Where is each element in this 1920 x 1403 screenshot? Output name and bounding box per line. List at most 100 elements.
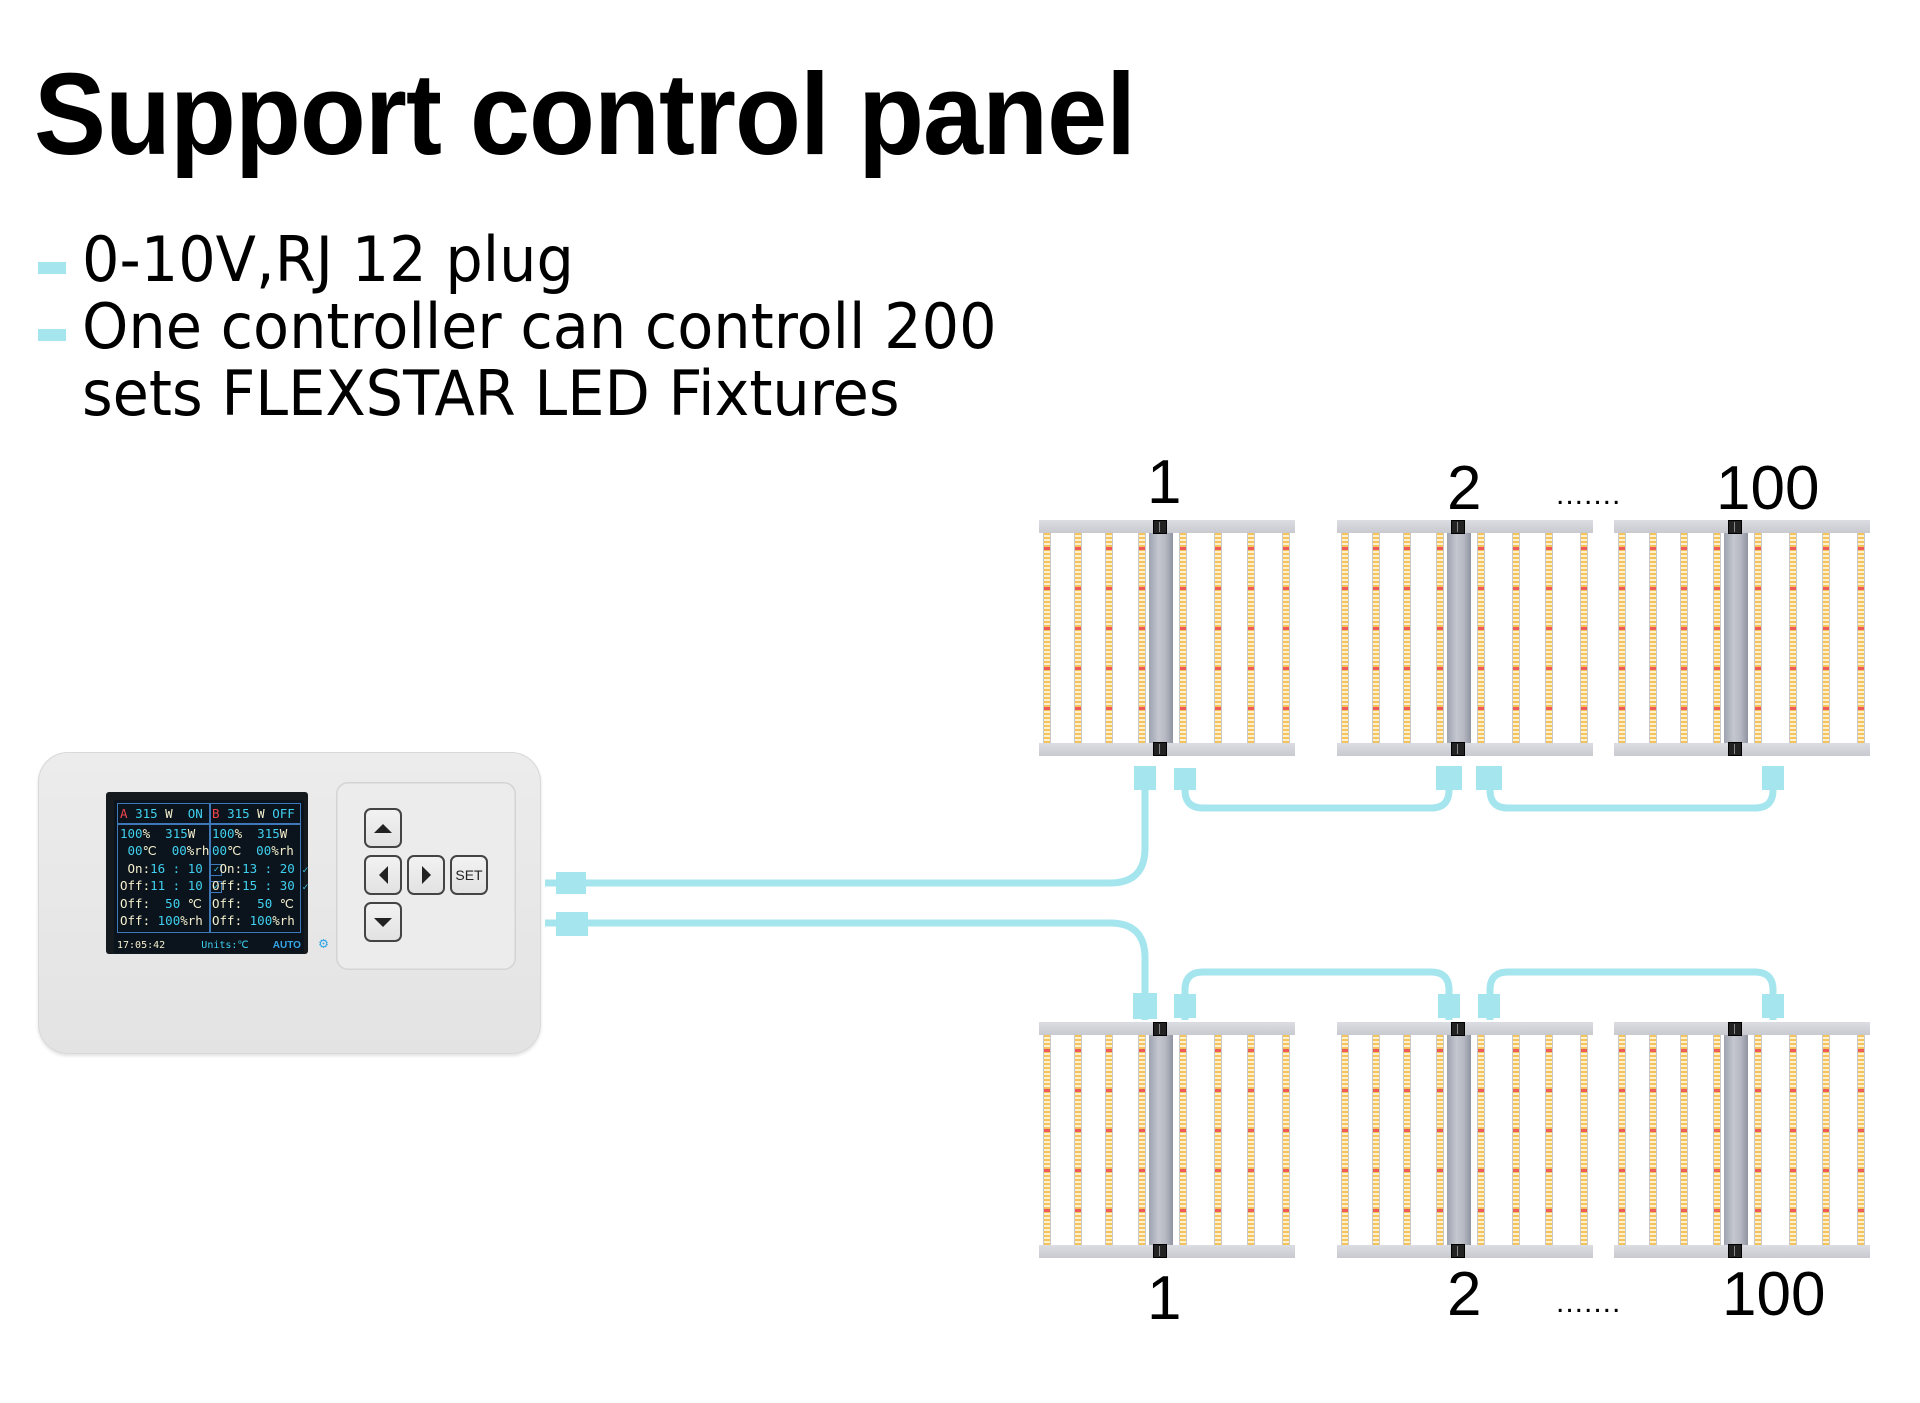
fixture-top-rail	[1614, 1022, 1870, 1035]
arrow-down-icon	[374, 917, 392, 927]
led-bar	[1043, 533, 1051, 743]
fixture-bottom-rail	[1039, 743, 1295, 756]
led-bar	[1179, 1035, 1187, 1245]
hinge-clip-icon	[1153, 520, 1167, 534]
led-fixture-top-100	[1614, 520, 1870, 756]
ellipsis: .......	[1556, 1286, 1622, 1319]
led-bar	[1680, 1035, 1688, 1245]
led-bar	[1105, 533, 1113, 743]
led-bar	[1857, 533, 1865, 743]
fixture-spine	[1447, 533, 1471, 743]
hinge-clip-icon	[1153, 1022, 1167, 1036]
rj12-plug-icon	[556, 872, 586, 894]
set-button[interactable]: SET	[450, 855, 488, 895]
led-fixture-top-1	[1039, 520, 1295, 756]
right-button[interactable]	[407, 855, 445, 895]
check-icon: ✓	[302, 865, 309, 876]
led-bar	[1477, 1035, 1485, 1245]
channel-b-panel: B 315 W OFF 100% 315W 00℃ 00%rh On:13 : …	[212, 806, 309, 928]
led-bar	[1580, 533, 1588, 743]
up-button[interactable]	[364, 808, 402, 848]
controller-screen: A 315 W ON 100% 315W 00℃ 00%rh On:16 : 1…	[114, 800, 328, 953]
led-bar	[1403, 533, 1411, 743]
keypad: SET	[336, 782, 516, 970]
led-bar	[1618, 533, 1626, 743]
led-bar	[1138, 533, 1146, 743]
led-bar	[1545, 533, 1553, 743]
fixture-bottom-rail	[1337, 743, 1593, 756]
mode-indicator: AUTO	[272, 940, 301, 951]
fixture-bottom-rail	[1614, 1245, 1870, 1258]
rj12-plug-icon	[1478, 994, 1500, 1018]
led-fixture-bottom-2	[1337, 1022, 1593, 1258]
hinge-clip-icon	[1153, 1244, 1167, 1258]
left-button[interactable]	[364, 855, 402, 895]
led-bar	[1580, 1035, 1588, 1245]
led-bar	[1372, 533, 1380, 743]
fixture-label: 1	[1147, 1264, 1182, 1333]
fixture-label: 2	[1447, 1260, 1482, 1329]
hinge-clip-icon	[1728, 520, 1742, 534]
fixture-top-rail	[1614, 520, 1870, 533]
down-button[interactable]	[364, 902, 402, 942]
arrow-up-icon	[374, 823, 392, 833]
rj12-plug-icon	[1134, 766, 1156, 790]
fixture-bottom-rail	[1039, 1245, 1295, 1258]
screen-footer: 17:05:42 Units:℃ AUTO ⚙	[117, 934, 328, 952]
led-bar	[1857, 1035, 1865, 1245]
led-bar	[1341, 1035, 1349, 1245]
gear-icon: ⚙	[318, 934, 328, 952]
hinge-clip-icon	[1451, 1022, 1465, 1036]
led-bar	[1282, 533, 1290, 743]
led-bar	[1247, 533, 1255, 743]
rj12-plug-icon	[556, 912, 588, 936]
controller-device: A 315 W ON 100% 315W 00℃ 00%rh On:16 : 1…	[38, 752, 541, 1054]
channel-b-header: B 315 W OFF	[212, 806, 295, 821]
fixture-label: 2	[1447, 454, 1482, 523]
led-bar	[1179, 533, 1187, 743]
fixture-bottom-rail	[1337, 1245, 1593, 1258]
ellipsis: .......	[1556, 478, 1622, 511]
page-title: Support control panel	[34, 49, 1136, 179]
cable-controller-to-bottom-row	[545, 919, 1149, 1020]
led-bar	[1618, 1035, 1626, 1245]
led-bar	[1074, 1035, 1082, 1245]
led-bar	[1822, 1035, 1830, 1245]
channel-a-state: ON	[187, 806, 203, 821]
fixture-label: 100	[1716, 454, 1820, 523]
fixture-top-rail	[1337, 1022, 1593, 1035]
led-bar	[1680, 533, 1688, 743]
rj12-plug-icon	[1762, 994, 1784, 1018]
led-bar	[1214, 533, 1222, 743]
led-bar	[1436, 1035, 1444, 1245]
cable-bottom-1-to-2	[1181, 968, 1453, 1020]
rj12-plug-icon	[1438, 994, 1460, 1018]
led-bar	[1043, 1035, 1051, 1245]
bullet-text: 0-10V,RJ 12 plug	[82, 223, 574, 296]
check-icon: ✓	[302, 882, 309, 893]
led-bar	[1754, 1035, 1762, 1245]
led-bar	[1403, 1035, 1411, 1245]
led-fixture-top-2	[1337, 520, 1593, 756]
cable-bottom-2-to-100	[1486, 968, 1777, 1020]
fixture-top-rail	[1039, 1022, 1295, 1035]
led-bar	[1512, 1035, 1520, 1245]
led-bar	[1754, 533, 1762, 743]
led-bar	[1649, 1035, 1657, 1245]
led-bar	[1138, 1035, 1146, 1245]
led-fixture-bottom-1	[1039, 1022, 1295, 1258]
fixture-top-rail	[1039, 520, 1295, 533]
fixture-spine	[1149, 533, 1173, 743]
bullet-text: sets FLEXSTAR LED Fixtures	[82, 357, 900, 430]
led-bar	[1545, 1035, 1553, 1245]
channel-a-panel: A 315 W ON 100% 315W 00℃ 00%rh On:16 : 1…	[118, 804, 223, 932]
checkbox-checked-icon: ✓	[210, 880, 223, 893]
led-bar	[1074, 533, 1082, 743]
bullet-text: One controller can controll 200	[82, 290, 997, 363]
led-bar	[1789, 533, 1797, 743]
screen-grid: A 315 W ON 100% 315W 00℃ 00%rh On:16 : 1…	[117, 803, 309, 933]
fixture-bottom-rail	[1614, 743, 1870, 756]
bullet-marker-icon	[38, 262, 66, 274]
led-bar	[1789, 1035, 1797, 1245]
fixture-spine	[1724, 533, 1748, 743]
